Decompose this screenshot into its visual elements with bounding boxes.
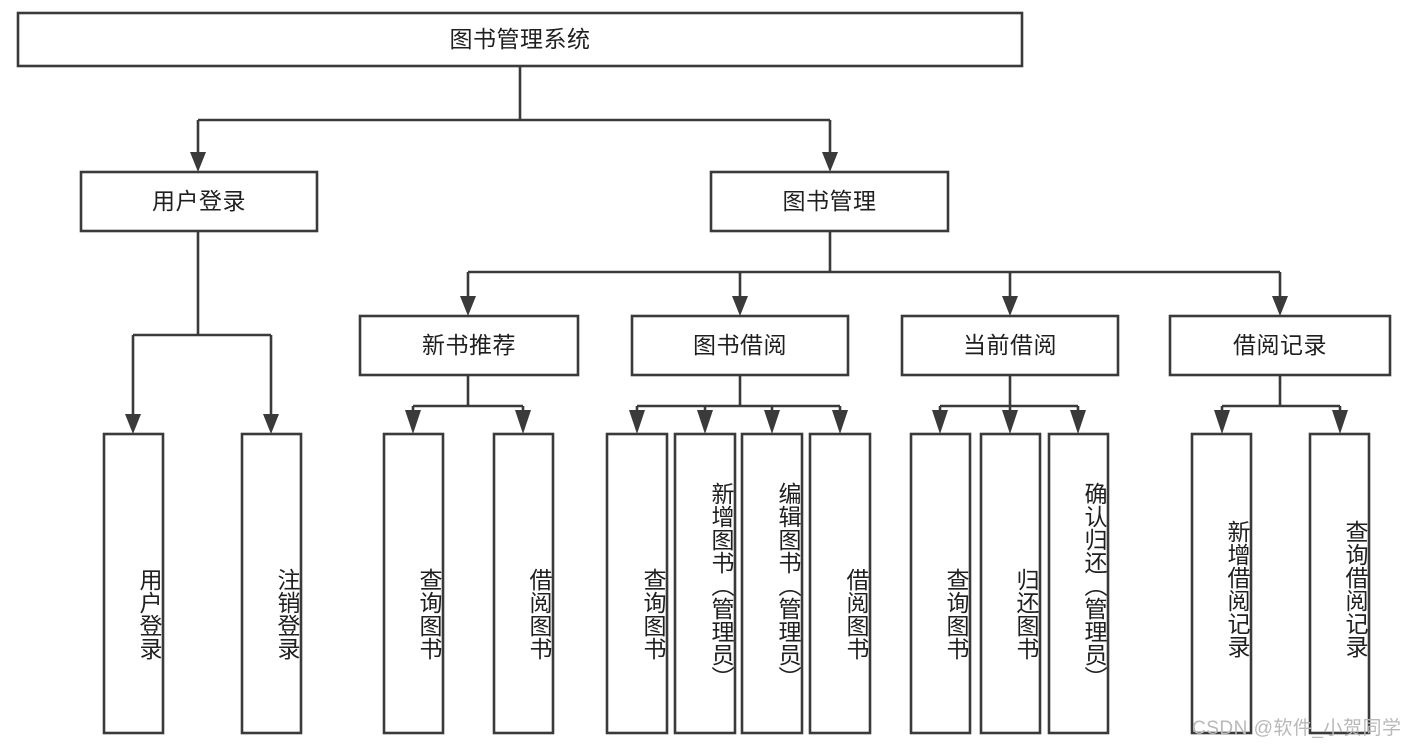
arrow-head-icon (125, 414, 141, 434)
node-box-new-book-recommend[interactable] (358, 314, 580, 377)
arrow-head-icon (629, 410, 645, 434)
node-box-leaf-user-login[interactable] (102, 432, 165, 735)
arrow-head-icon (190, 152, 206, 172)
node-box-book-management[interactable] (709, 170, 950, 233)
edge-group-user-login (125, 231, 279, 434)
node-box-leaf-edit-book[interactable] (740, 432, 804, 735)
arrow-head-icon (764, 410, 780, 434)
edge-group-book-borrow (629, 375, 848, 434)
edge-group-new-book-recommend (405, 375, 531, 434)
node-box-user-login[interactable] (79, 170, 319, 233)
edge-group-current-borrow (932, 375, 1086, 434)
edge-group-borrow-record (1214, 375, 1348, 434)
arrow-head-icon (697, 410, 713, 434)
edge-group-book-management (460, 231, 1288, 316)
arrow-head-icon (460, 296, 476, 316)
arrow-head-icon (1002, 296, 1018, 316)
node-box-leaf-query-record[interactable] (1308, 432, 1371, 735)
arrow-head-icon (1070, 410, 1086, 434)
node-box-current-borrow[interactable] (900, 314, 1120, 377)
arrow-head-icon (822, 152, 838, 172)
node-box-leaf-return-book[interactable] (979, 432, 1042, 735)
node-box-leaf-logout[interactable] (240, 432, 303, 735)
arrow-head-icon (832, 410, 848, 434)
node-box-leaf-query-book-3[interactable] (909, 432, 972, 735)
arrow-head-icon (1272, 296, 1288, 316)
node-box-leaf-borrow-book-1[interactable] (492, 432, 555, 735)
node-box-leaf-borrow-book-2[interactable] (808, 432, 872, 735)
node-box-leaf-add-record[interactable] (1190, 432, 1253, 735)
arrow-head-icon (1214, 410, 1230, 434)
edge-group-root (190, 66, 838, 172)
node-box-root[interactable] (16, 11, 1024, 68)
node-box-leaf-add-book[interactable] (673, 432, 737, 735)
node-box-borrow-record[interactable] (1168, 314, 1392, 377)
node-box-leaf-query-book-1[interactable] (382, 432, 445, 735)
arrow-head-icon (515, 410, 531, 434)
arrow-head-icon (263, 414, 279, 434)
arrow-head-icon (732, 296, 748, 316)
arrow-head-icon (932, 410, 948, 434)
node-box-book-borrow[interactable] (630, 314, 850, 377)
node-box-leaf-query-book-2[interactable] (605, 432, 669, 735)
arrow-head-icon (1002, 410, 1018, 434)
node-box-leaf-confirm-return[interactable] (1047, 432, 1110, 735)
arrow-head-icon (405, 410, 421, 434)
arrow-head-icon (1332, 410, 1348, 434)
